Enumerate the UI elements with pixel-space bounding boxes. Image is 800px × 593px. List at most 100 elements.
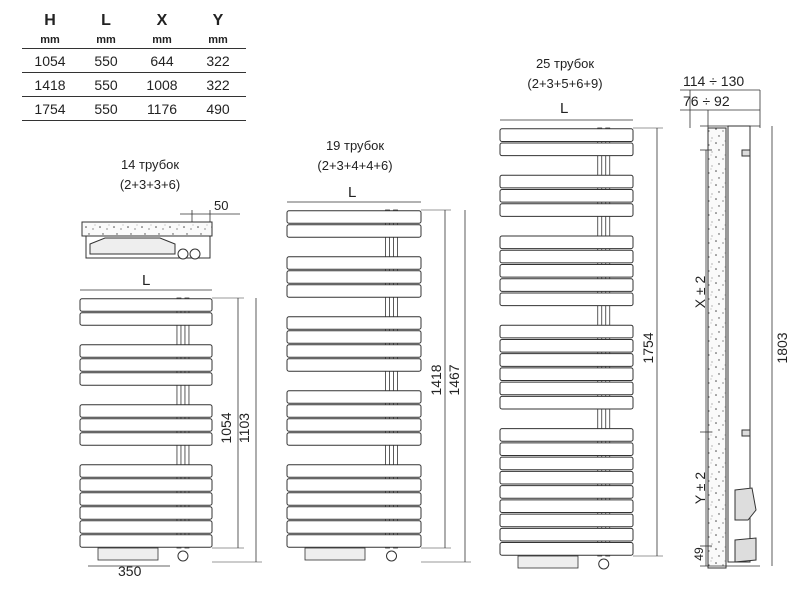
radiator-tube	[499, 442, 634, 457]
radiator-tube	[499, 527, 634, 542]
heating-element-icon	[734, 487, 757, 521]
model-1-width-label: L	[142, 272, 151, 289]
radiator-tube	[286, 478, 422, 492]
wall-slab	[81, 221, 213, 237]
radiator-tube	[499, 470, 634, 485]
radiator-tube	[499, 542, 634, 556]
model-3-tubes-label: 25 трубок	[535, 56, 595, 71]
total-height-dim: 1803	[774, 332, 790, 364]
radiator-tube	[499, 142, 634, 157]
radiator-tube	[499, 324, 634, 339]
radiator-tube	[79, 344, 213, 358]
table-row: 1418 550 1008 322	[22, 72, 246, 97]
cell: 322	[190, 48, 246, 73]
radiator-tube	[286, 404, 422, 418]
top-view	[81, 210, 240, 260]
cell: 1008	[134, 72, 190, 97]
radiator-tube	[286, 358, 422, 372]
valve-icon	[177, 248, 189, 260]
radiator-tube	[499, 338, 634, 353]
radiator-tube	[499, 428, 634, 442]
table-row: 1754 550 1176 490	[22, 96, 246, 121]
depth-inner-dim: 76 ÷ 92	[683, 93, 730, 109]
model-3-height-dim: 1754	[640, 332, 656, 364]
side-view	[680, 89, 773, 569]
top-depth-dim: 50	[214, 198, 229, 213]
radiator-tube	[79, 432, 213, 446]
radiator-tube	[499, 395, 634, 410]
heating-element-icon	[517, 555, 579, 569]
radiator-tube	[286, 534, 422, 548]
radiator-tube	[79, 492, 213, 506]
radiator-tube	[79, 534, 213, 548]
radiator-tube	[79, 464, 213, 478]
radiator-tube	[499, 263, 634, 278]
table-row: 1054 550 644 322	[22, 48, 246, 73]
radiator-tube	[286, 224, 422, 238]
y-tolerance-dim: Y ± 2	[692, 471, 708, 505]
model-2-width-label: L	[348, 184, 357, 201]
radiator-tube	[286, 520, 422, 534]
radiator-tube	[286, 506, 422, 520]
radiator-tube	[79, 478, 213, 492]
radiator-tube	[286, 464, 422, 478]
base-width-dim: 350	[118, 563, 142, 579]
header-h: H	[44, 12, 56, 29]
wall-section	[707, 127, 727, 569]
unit-x: mm	[152, 34, 172, 46]
radiator-top-detail	[89, 237, 176, 255]
model-2-formula: (2+3+4+4+6)	[317, 158, 393, 173]
heating-element-icon	[97, 547, 159, 561]
radiator-tube	[79, 298, 213, 312]
radiator-tube	[79, 312, 213, 326]
radiator-tube	[499, 292, 634, 307]
cell: 1418	[22, 72, 78, 97]
cell: 322	[190, 72, 246, 97]
collector-pipe	[385, 209, 390, 549]
cell: 550	[78, 48, 134, 73]
radiator-tube	[286, 432, 422, 446]
radiator-tube	[499, 189, 634, 203]
cell: 1176	[134, 96, 190, 121]
radiator-tube	[499, 278, 634, 292]
radiator-tube	[79, 418, 213, 432]
radiator-tube	[499, 499, 634, 513]
radiator-tube	[499, 456, 634, 471]
radiator-tube	[286, 492, 422, 506]
collector-pipe	[393, 209, 398, 549]
unit-y: mm	[208, 34, 228, 46]
radiator-tube	[499, 128, 634, 142]
radiator-tube	[499, 353, 634, 367]
header-y: Y	[212, 12, 224, 29]
heating-element-icon	[304, 547, 366, 561]
radiator-tube	[286, 284, 422, 298]
radiator-tube	[79, 520, 213, 534]
x-tolerance-dim: X ± 2	[692, 275, 708, 309]
cell: 550	[78, 96, 134, 121]
cell: 490	[190, 96, 246, 121]
radiator-front-views	[79, 119, 663, 570]
radiator-tube	[286, 256, 422, 270]
valve-icon	[598, 558, 610, 570]
radiator-tube	[499, 203, 634, 217]
radiator-tube	[499, 513, 634, 528]
header-x: X	[156, 12, 168, 29]
radiator-tube	[499, 485, 634, 499]
valve-icon	[177, 550, 189, 562]
model-1-total-dim: 1103	[236, 412, 252, 444]
bottom-offset-dim: 49	[692, 547, 706, 561]
radiator-tube	[286, 344, 422, 358]
model-3-formula: (2+3+5+6+9)	[527, 76, 603, 91]
model-3-width-label: L	[560, 100, 569, 117]
radiator-tube	[79, 372, 213, 386]
radiator-tube	[286, 316, 422, 330]
cell: 644	[134, 48, 190, 73]
cell: 1054	[22, 48, 78, 73]
unit-l: mm	[96, 34, 116, 46]
model-1-height-dim: 1054	[218, 412, 234, 444]
radiator-tube	[286, 418, 422, 432]
model-2-height-dim: 1418	[428, 364, 444, 396]
radiator-tube	[499, 235, 634, 250]
cell: 550	[78, 72, 134, 97]
